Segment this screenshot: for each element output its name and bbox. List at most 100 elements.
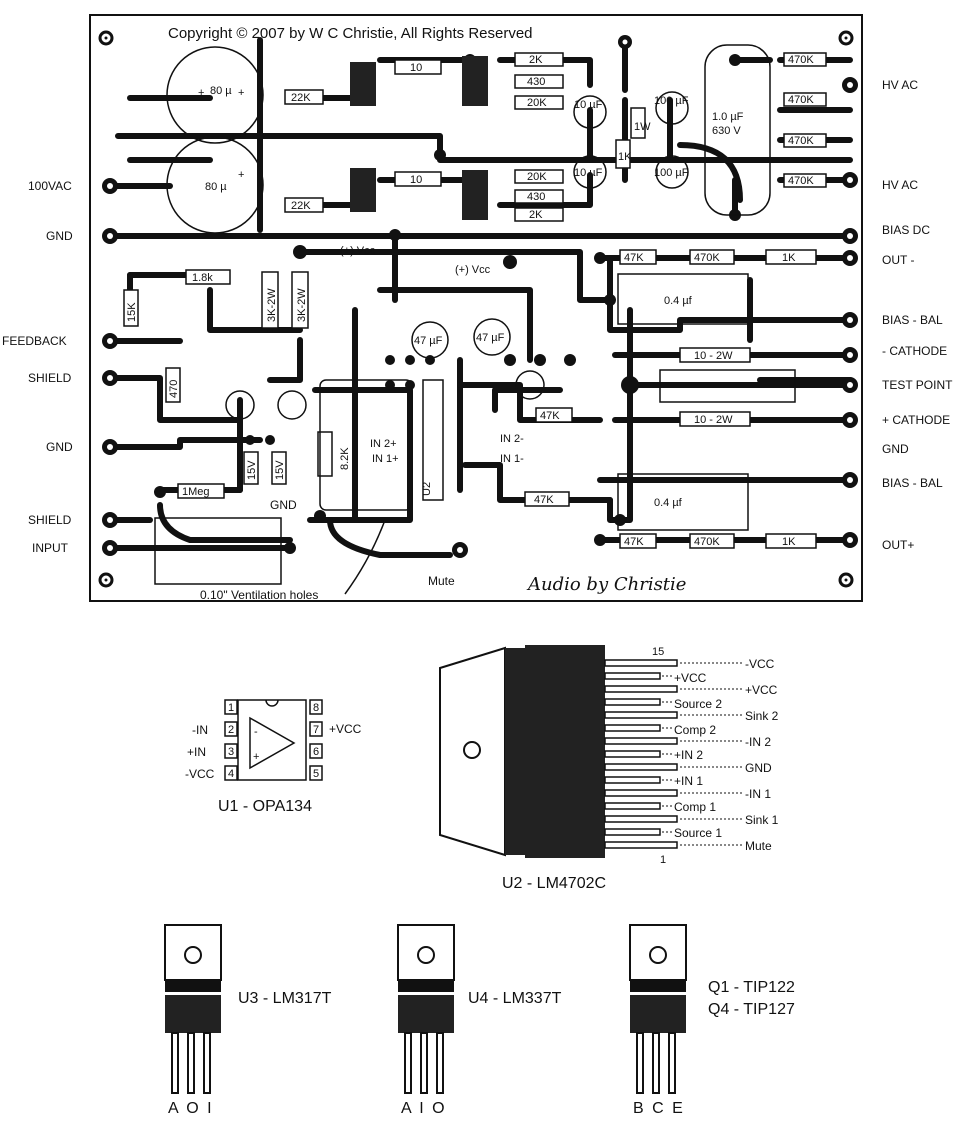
input-capacitor-outline — [154, 517, 282, 585]
cap80-b-label: 80 µ — [205, 181, 227, 193]
cap100-a-label: 100 µF — [654, 95, 689, 107]
ventilation-arrow-icon — [344, 519, 386, 595]
opa134-pin-boxes: 1 2 3 4 8 7 6 5 — [224, 699, 323, 781]
vcc-pos2-label: (+) Vcc — [455, 264, 491, 276]
cap04-bot-label: 0.4 µf — [654, 497, 683, 509]
lm-out-sink2: Sink 2 — [745, 709, 779, 723]
label-pos-cathode: + CATHODE — [882, 413, 950, 427]
r1w-label: 1W — [634, 121, 651, 133]
c47-b-label: 47 µF — [476, 332, 505, 344]
pin-2: 2 — [228, 724, 234, 736]
u3-caption: U3 - LM317T — [238, 990, 332, 1007]
mounting-hole-icon — [463, 741, 481, 759]
opamp-triangle-icon — [249, 716, 296, 770]
r20k-b: 20K — [527, 171, 547, 183]
capacitor-0-4uf-top: 0.4 µf — [617, 273, 749, 325]
svg-text:+: + — [253, 751, 259, 763]
pin-6: 6 — [313, 746, 319, 758]
lm-pin-lead — [604, 802, 661, 810]
lm-out-gnd: GND — [745, 761, 772, 775]
r470k-2: 470K — [788, 94, 814, 106]
label-gnd-right: GND — [882, 442, 909, 456]
r10-2w-b: 10 - 2W — [694, 414, 733, 426]
electrolytic-capacitor-80uf-a: + + 80 µ — [166, 46, 264, 144]
solder-pads — [102, 35, 858, 558]
ventilation-note: 0.10" Ventilation holes — [200, 588, 318, 602]
r15v-a: 15V — [246, 460, 258, 480]
r47k-bot: 47K — [534, 494, 554, 506]
pin-7: 7 — [313, 724, 319, 736]
film-cap-value: 1.0 µF — [712, 111, 744, 123]
mute-label: Mute — [428, 574, 455, 588]
film-capacitor-1uf: 1.0 µF 630 V — [704, 44, 771, 216]
r15v-b: 15V — [274, 460, 286, 480]
cap100-b-label: 100 µF — [654, 167, 689, 179]
pin-1: 1 — [228, 702, 234, 714]
capacitor-10uf-b: 10 µF — [573, 155, 607, 189]
transistor-q3-icon — [277, 390, 307, 420]
r22k-top: 22K — [291, 92, 311, 104]
pcb-board: + + 80 µ + 80 µ 1.0 µF 630 V 0.4 µf 0.4 … — [89, 14, 863, 602]
r1meg-label: 1Meg — [182, 486, 210, 498]
q4-caption: Q4 - TIP127 — [708, 1001, 795, 1018]
lm-pin-lead — [604, 659, 678, 667]
u4-pins: A I O — [401, 1100, 447, 1117]
lm-pin-lead — [604, 711, 678, 719]
lm-pin-1: 1 — [660, 854, 666, 866]
q1-caption: Q1 - TIP122 — [708, 979, 795, 996]
r20k-a: 20K — [527, 97, 547, 109]
electrolytic-capacitor-80uf-b: + 80 µ — [166, 136, 264, 234]
regulator-u3: A O I U3 - LM317T — [164, 924, 332, 1117]
label-neg-cathode: - CATHODE — [882, 344, 947, 358]
label-test-point: TEST POINT — [882, 378, 953, 392]
label-input: INPUT — [32, 541, 69, 555]
r470k-top: 470K — [694, 252, 720, 264]
r8-2k-label: 8.2K — [339, 447, 351, 470]
u3-pins: A O I — [168, 1100, 214, 1117]
lm-pin-lead — [604, 672, 661, 680]
cap10-a-label: 10 µF — [574, 99, 603, 111]
capacitor-100uf-a: 100 µF — [654, 91, 689, 125]
lm-in-source1: Source 1 — [674, 826, 722, 840]
transistor-q5-icon — [515, 370, 545, 400]
resistor-labels: 10 22K 10 22K 2K 430 20K 20K 430 2K 1W 1… — [123, 52, 827, 549]
pin-8: 8 — [313, 702, 319, 714]
board-regulator-b — [350, 168, 376, 212]
r1k-a-label: 1K — [618, 151, 632, 163]
r47k-mid: 47K — [540, 410, 560, 422]
label-hvac-2: HV AC — [882, 178, 918, 192]
board-u1-outline — [319, 379, 413, 511]
opa-pos-in: +IN — [187, 745, 206, 759]
label-feedback: FEEDBACK — [2, 334, 67, 348]
board-regulator-d — [462, 170, 488, 220]
cap04-top-label: 0.4 µf — [664, 295, 693, 307]
capacitor-10uf-a: 10 µF — [573, 95, 607, 129]
vcc-pos-label: (+) Vcc — [340, 245, 376, 257]
r430-b: 430 — [527, 191, 545, 203]
lm-in-pos-in2: +IN 2 — [674, 748, 703, 762]
lm-in-source2: Source 2 — [674, 697, 722, 711]
lm-pin-lead — [604, 789, 678, 797]
board-u2-label: U2 — [421, 482, 433, 496]
cap10-b-label: 10 µF — [574, 167, 603, 179]
board-regulator-c — [462, 56, 488, 106]
lm-pin-15: 15 — [652, 646, 664, 658]
label-gnd-2: GND — [46, 440, 73, 454]
opa134-pinout: - + 1 2 3 4 8 7 6 5 -IN +IN -VCC +VCC U1… — [185, 699, 362, 815]
lm-in-vcc: +VCC — [674, 671, 707, 685]
label-out-pos: OUT+ — [882, 538, 914, 552]
lm-in-comp1: Comp 1 — [674, 800, 716, 814]
lm-pin-lead — [604, 828, 661, 836]
lm-out-neg-in1: -IN 1 — [745, 787, 771, 801]
label-bias-bal-2: BIAS - BAL — [882, 476, 943, 490]
film-cap-voltage: 630 V — [712, 125, 741, 137]
lm-pin-lead — [604, 685, 678, 693]
capacitor-0-4uf-bottom: 0.4 µf — [617, 473, 749, 531]
r470k-1: 470K — [788, 54, 814, 66]
pin-3: 3 — [228, 746, 234, 758]
pin-5: 5 — [313, 768, 319, 780]
left-connector-labels: 100VAC GND FEEDBACK SHIELD GND SHIELD IN… — [2, 179, 73, 555]
r47k-bot2: 47K — [624, 536, 644, 548]
pin-4: 4 — [228, 768, 234, 780]
r470k-4: 470K — [788, 175, 814, 187]
